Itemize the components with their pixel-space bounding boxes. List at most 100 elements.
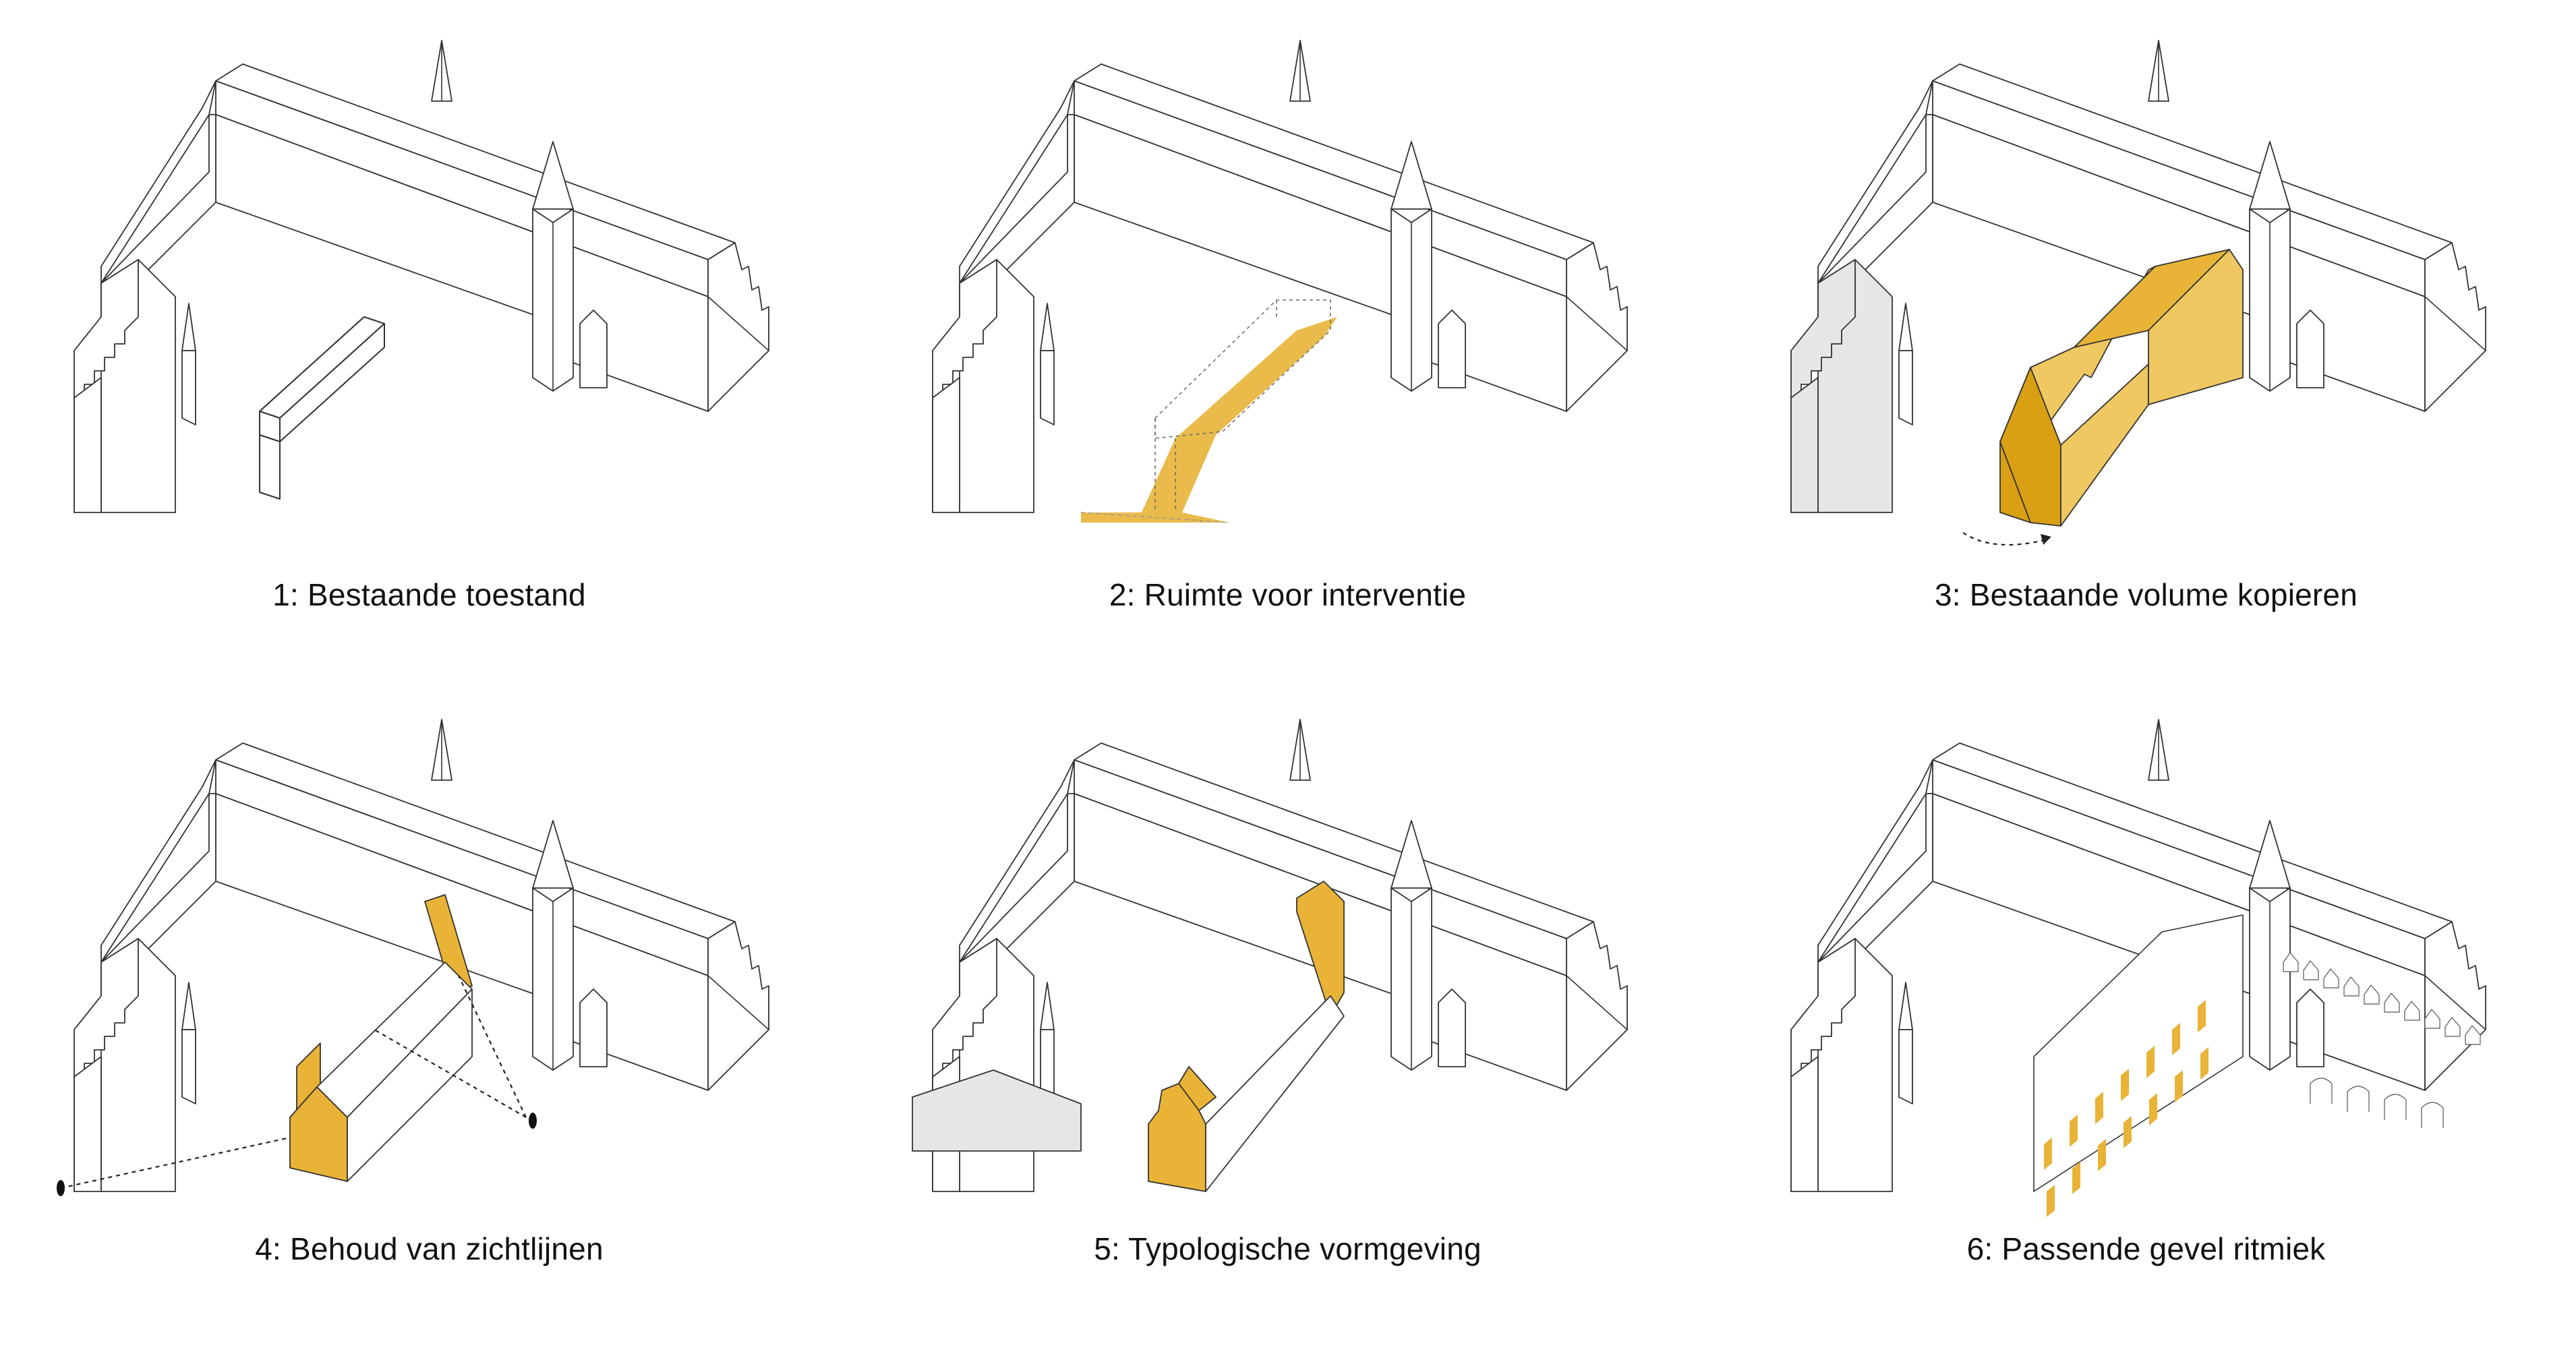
facade-window [2098,1139,2106,1171]
left-spire [181,303,196,351]
building-axonometry [932,40,1628,523]
left-building-side [1790,377,1819,513]
central-spire [532,820,574,889]
existing-complex [74,40,769,513]
left-spire [1898,982,1913,1030]
tower-annex [579,309,608,388]
panel-step-4: 4: Behoud van zichtlijnen [0,679,858,1358]
facade-window [2044,1138,2052,1170]
left-tower-shaft [1040,350,1055,425]
step-caption: 6: Passende gevel ritmiek [1966,1231,2326,1266]
arch-opening [2384,1094,2407,1120]
central-spire [2249,820,2291,889]
left-building-side [74,1056,102,1192]
stepped-gable-right [707,242,769,412]
building-axonometry [57,719,769,1196]
central-spire [1391,141,1432,210]
dormer [2465,1025,2481,1045]
viewpoint-markers [57,1113,537,1196]
left-tower-shaft [181,1029,196,1104]
building-axonometry [1790,40,2486,546]
west-wing-roof [959,80,1075,284]
left-spire [1040,303,1055,351]
west-wing-roof [1817,80,1933,284]
stepped-gable-right [2424,242,2486,412]
stepped-gable-left [74,938,139,1192]
facade-window [2175,1070,2183,1102]
intervention-zone [1080,317,1337,523]
step-caption: 2: Ruimte voor interventie [1109,577,1467,612]
stepped-gable-right [1566,921,1628,1091]
stepped-gable-left [1790,259,1856,513]
stepped-gable-left [74,259,139,513]
facade-window [2200,1047,2208,1080]
copy-arrow [1962,532,2051,546]
dormer [2283,952,2299,972]
panel-step-5: 5: Typologische vormgeving [858,679,1717,1358]
left-spire [181,982,196,1030]
facade-window [2198,1000,2206,1032]
dormer [2303,960,2319,980]
stepped-gable-left [932,259,997,513]
facade-window [2070,1115,2078,1147]
facade-window [2172,1023,2180,1055]
removed-wing-outline [1154,299,1331,512]
panel-step-2: 2: Ruimte voor interventie [858,0,1717,679]
facade-window [2047,1185,2055,1217]
facade-window [2121,1069,2129,1101]
dormer [2424,1009,2440,1029]
left-building-side [74,377,102,513]
arch-opening [2310,1077,2333,1104]
facade-window [2149,1093,2157,1125]
facade-window [2072,1162,2080,1194]
tower-annex [2296,988,2324,1067]
facade-window [2095,1092,2103,1124]
dormer [2445,1017,2461,1037]
facade-window [2124,1116,2132,1148]
tower-annex [1438,988,1466,1067]
typological-gables [912,881,1345,1192]
step-caption: 1: Bestaande toestand [272,577,586,612]
central-spire [1391,820,1432,889]
left-building-side [932,377,960,513]
facade-window [2146,1046,2155,1078]
panel-step-3: 3: Bestaande volume kopieren [1717,0,2575,679]
new-wing-with-sightlines [289,894,473,1182]
step-caption: 4: Behoud van zichtlijnen [255,1231,604,1266]
dormer [2343,976,2360,997]
step-caption: 3: Bestaande volume kopieren [1934,577,2358,612]
stepped-gable-right [1566,242,1628,412]
inner-wing-existing [259,316,385,500]
stepped-gable-right [707,921,769,1091]
central-spire [2249,141,2291,210]
tower-annex [2296,309,2324,388]
stepped-gable-right [2424,921,2486,1091]
west-wing-roof [100,759,216,963]
existing-complex [74,719,769,1192]
left-tower-shaft [1898,1029,1913,1104]
tower-annex [1438,309,1466,388]
stepped-gable-left [1790,938,1856,1192]
left-spire [1898,303,1913,351]
west-wing-roof [959,759,1075,963]
existing-complex [1790,40,2486,513]
central-spire [532,141,574,210]
copied-wing [1999,249,2244,527]
dormer [2384,993,2400,1013]
facade-rhythm [2033,914,2481,1217]
arch-opening [2347,1086,2370,1112]
building-axonometry [74,40,769,513]
panel-step-6: 6: Passende gevel ritmiek [1717,679,2575,1358]
left-tower-shaft [181,350,196,425]
arch-opening [2421,1102,2444,1128]
left-spire [1040,982,1055,1030]
dormer [2364,984,2380,1005]
dormer [2404,1001,2420,1021]
dormer [2323,968,2339,988]
west-wing-roof [1817,759,1933,963]
existing-complex [932,40,1628,513]
panel-step-1: 1: Bestaande toestand [0,0,858,679]
sightlines [60,975,527,1189]
step-caption: 5: Typologische vormgeving [1094,1231,1482,1266]
